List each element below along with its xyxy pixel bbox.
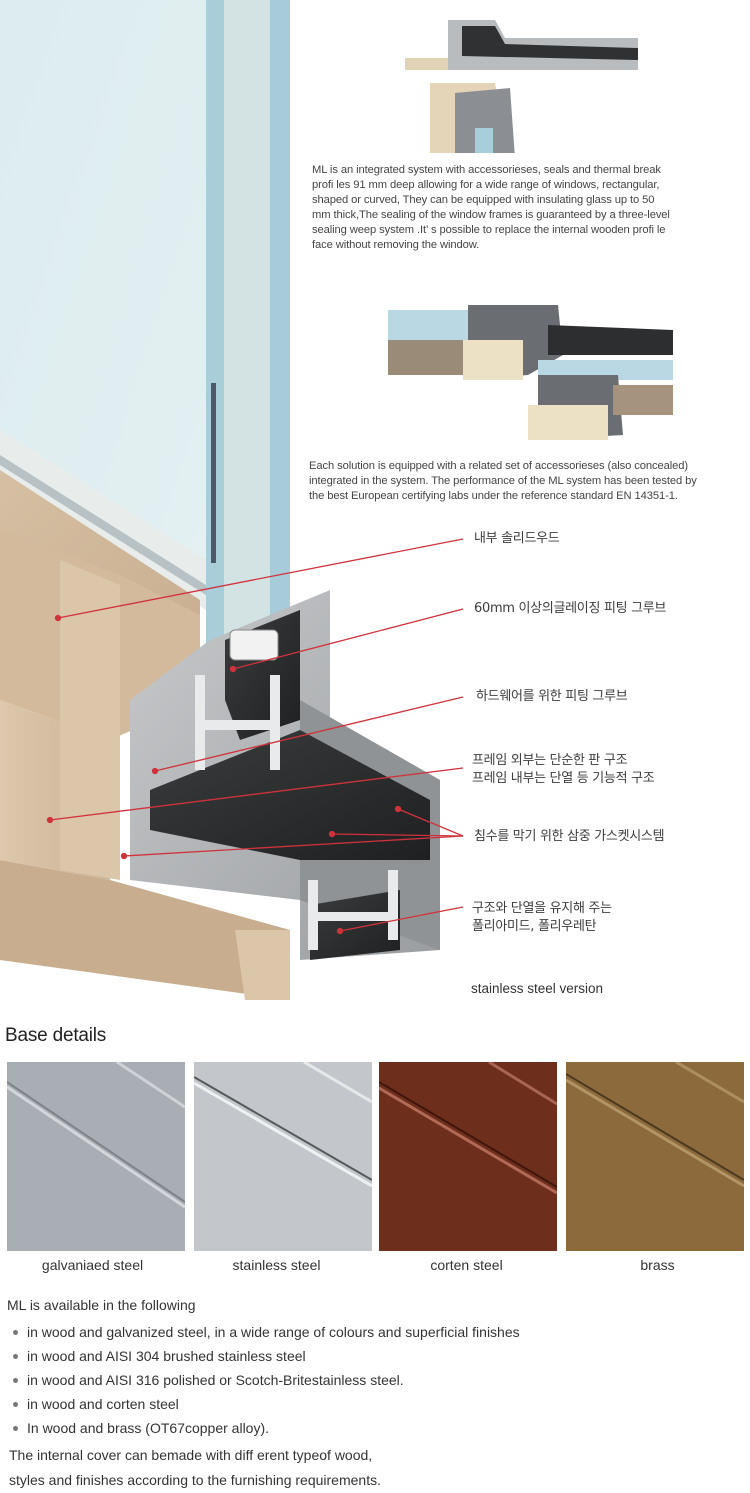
- callout-line: 구조와 단열을 유지해 주는: [472, 901, 612, 916]
- callout-hardware-groove: 하드웨어를 위한 피팅 그루브: [476, 689, 628, 704]
- profile-detail-image-top: [400, 8, 640, 158]
- callout-gasket-system: 침수를 막기 위한 삼중 가스켓시스템: [474, 829, 665, 844]
- text-line: styles and finishes according to the fur…: [9, 1472, 381, 1488]
- availability-list: in wood and galvanized steel, in a wide …: [10, 1320, 520, 1440]
- callout-polyamide: 구조와 단열을 유지해 주는 폴리아미드, 폴리우레탄: [472, 900, 612, 936]
- text-line: The internal cover can bemade with diff …: [9, 1447, 373, 1463]
- text-line: the best European certifying labs under …: [309, 490, 678, 502]
- text-line: ML is an integrated system with accessor…: [312, 164, 661, 176]
- text-line: profi les 91 mm deep allowing for a wide…: [312, 179, 660, 191]
- list-item: in wood and corten steel: [10, 1392, 520, 1416]
- callout-line: 폴리아미드, 폴리우레탄: [472, 919, 597, 934]
- availability-intro: ML is available in the following: [7, 1297, 196, 1313]
- text-line: shaped or curved, They can be equipped w…: [312, 194, 655, 206]
- swatch-label-galvanized: galvaniaed steel: [41, 1257, 144, 1273]
- swatch-corten-steel: [379, 1062, 557, 1251]
- swatch-brass: [566, 1062, 744, 1251]
- section-title-base-details: Base details: [5, 1025, 107, 1046]
- swatch-stainless-steel: [194, 1062, 372, 1251]
- intro-paragraph-2: Each solution is equipped with a related…: [309, 459, 750, 504]
- list-item: in wood and AISI 316 polished or Scotch-…: [10, 1368, 520, 1392]
- text-line: mm thick,The sealing of the window frame…: [312, 209, 670, 221]
- callout-solid-wood: 내부 솔리드우드: [474, 531, 560, 546]
- illustration-caption: stainless steel version: [471, 981, 604, 996]
- closing-paragraph: The internal cover can bemade with diff …: [9, 1443, 381, 1493]
- callout-line: 프레임 외부는 단순한 판 구조: [472, 753, 628, 768]
- list-item: In wood and brass (OT67copper alloy).: [10, 1416, 520, 1440]
- window-frame-cutaway-image: [0, 0, 464, 1000]
- window-section-illustration: [0, 0, 480, 1010]
- swatch-galvanized-steel: [7, 1062, 185, 1251]
- profile-detail-image-middle: [388, 295, 678, 445]
- swatch-label-corten: corten steel: [430, 1257, 503, 1273]
- swatch-label-brass: brass: [640, 1257, 675, 1273]
- text-line: face without removing the window.: [312, 239, 480, 251]
- text-line: Each solution is equipped with a related…: [309, 460, 689, 472]
- callout-line: 프레임 내부는 단열 등 기능적 구조: [472, 771, 655, 786]
- swatch-label-stainless: stainless steel: [232, 1257, 321, 1273]
- list-item: in wood and AISI 304 brushed stainless s…: [10, 1344, 520, 1368]
- intro-paragraph-1: ML is an integrated system with accessor…: [312, 163, 748, 253]
- list-item: in wood and galvanized steel, in a wide …: [10, 1320, 520, 1344]
- text-line: integrated in the system. The performanc…: [309, 475, 697, 487]
- callout-glazing-groove: 60mm 이상의글레이징 피팅 그루브: [474, 601, 667, 616]
- callout-frame-structure: 프레임 외부는 단순한 판 구조 프레임 내부는 단열 등 기능적 구조: [472, 752, 655, 788]
- text-line: sealing weep system .It’ s possible to r…: [312, 224, 666, 236]
